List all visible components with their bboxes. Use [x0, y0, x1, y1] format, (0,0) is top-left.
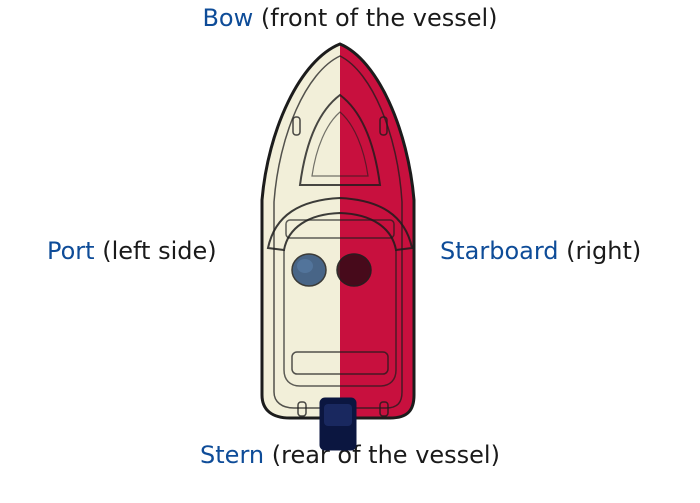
- stern-description: (rear of the vessel): [264, 441, 500, 469]
- port-seat-highlight: [297, 259, 313, 273]
- port-label: Port (left side): [47, 236, 217, 266]
- cockpit-outline: [283, 250, 397, 387]
- bow-hatch-inner: [311, 111, 369, 177]
- starboard-stern-cleat: [379, 401, 389, 417]
- starboard-label: Starboard (right): [440, 236, 641, 266]
- port-bow-cleat: [292, 116, 301, 136]
- stern-label: Stern (rear of the vessel): [0, 440, 700, 470]
- bow-term: Bow: [202, 4, 254, 32]
- bow-label: Bow (front of the vessel): [0, 3, 700, 33]
- port-term: Port: [47, 237, 95, 265]
- port-stern-cleat: [297, 401, 307, 417]
- starboard-term: Starboard: [440, 237, 559, 265]
- console: [285, 219, 395, 239]
- starboard-description: (right): [558, 237, 642, 265]
- starboard-bow-cleat: [379, 116, 388, 136]
- bow-description: (front of the vessel): [253, 4, 498, 32]
- hull-fill: [262, 44, 414, 418]
- stern-term: Stern: [200, 441, 265, 469]
- starboard-seat: [336, 253, 372, 287]
- windshield: [266, 196, 414, 252]
- outboard-motor-cover: [324, 404, 352, 426]
- bow-hatch: [298, 93, 382, 186]
- port-description: (left side): [94, 237, 217, 265]
- rear-bench: [291, 351, 389, 375]
